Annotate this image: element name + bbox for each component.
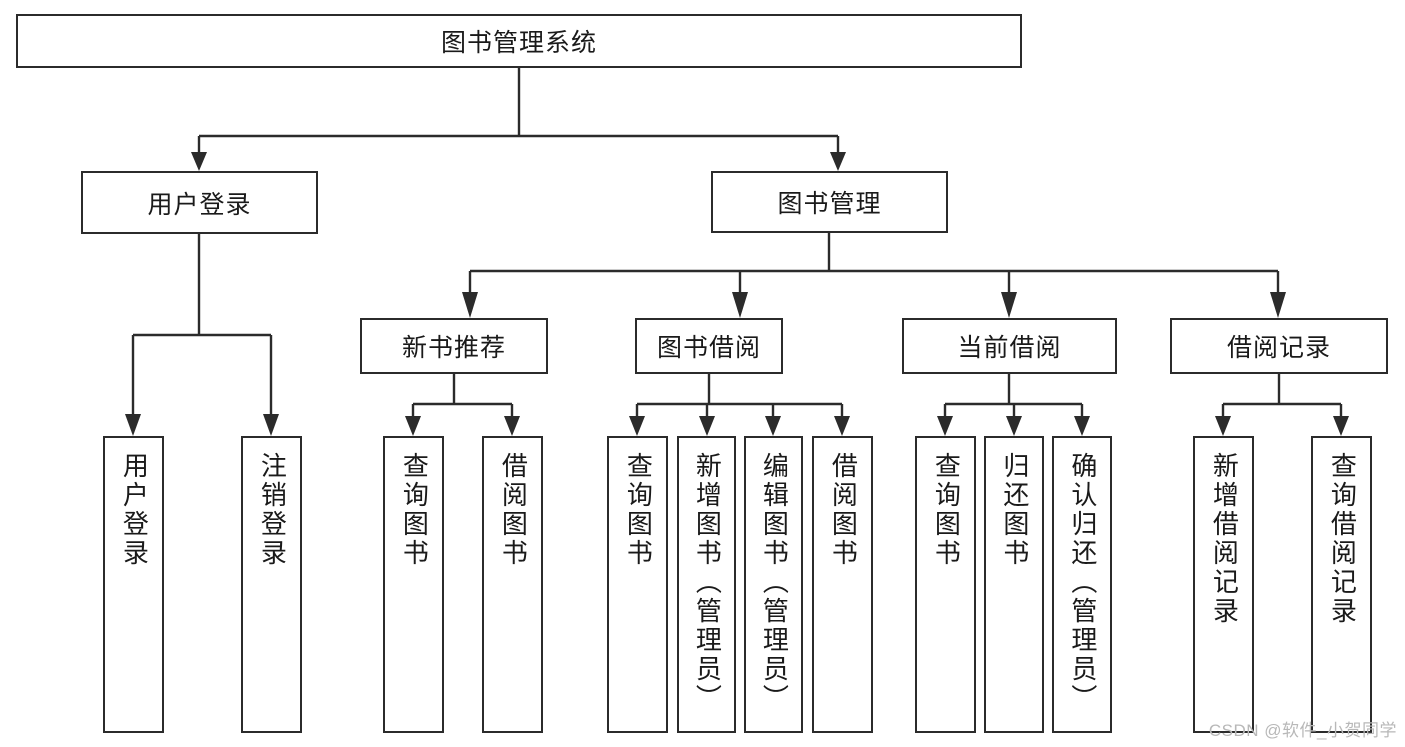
node-book-management[interactable]: 图书管理 <box>711 171 948 233</box>
node-label: 用户登录 <box>147 190 252 219</box>
leaf-query-book-newbook[interactable]: 查询图书 <box>383 436 444 733</box>
node-label: 新书推荐 <box>401 334 506 362</box>
leaf-label: 注销登录 <box>257 452 288 568</box>
leaf-label: 查询借阅记录 <box>1327 452 1358 626</box>
node-current-borrow[interactable]: 当前借阅 <box>902 318 1117 374</box>
leaf-query-book-borrow[interactable]: 查询图书 <box>607 436 668 733</box>
leaf-user-logout[interactable]: 注销登录 <box>241 436 302 733</box>
leaf-label: 确认归还（管理员） <box>1067 452 1098 713</box>
node-label: 图书管理系统 <box>440 29 597 57</box>
node-label: 当前借阅 <box>957 334 1062 362</box>
leaf-confirm-return[interactable]: 确认归还（管理员） <box>1052 436 1112 733</box>
node-label: 图书借阅 <box>656 334 761 362</box>
leaf-label: 归还图书 <box>999 452 1030 568</box>
leaf-edit-book[interactable]: 编辑图书（管理员） <box>744 436 803 733</box>
leaf-label: 查询图书 <box>931 452 962 568</box>
leaf-add-book[interactable]: 新增图书（管理员） <box>677 436 736 733</box>
leaf-label: 新增图书（管理员） <box>692 452 723 713</box>
leaf-borrow-book-newbook[interactable]: 借阅图书 <box>482 436 543 733</box>
node-borrow-records[interactable]: 借阅记录 <box>1170 318 1388 374</box>
leaf-return-book[interactable]: 归还图书 <box>984 436 1044 733</box>
node-label: 借阅记录 <box>1226 334 1331 362</box>
leaf-query-borrow-record[interactable]: 查询借阅记录 <box>1311 436 1372 733</box>
leaf-label: 编辑图书（管理员） <box>759 452 790 713</box>
node-root-system[interactable]: 图书管理系统 <box>16 14 1022 68</box>
leaf-user-login[interactable]: 用户登录 <box>103 436 164 733</box>
leaf-label: 查询图书 <box>623 452 654 568</box>
leaf-label: 用户登录 <box>119 452 150 568</box>
leaf-label: 借阅图书 <box>498 452 529 568</box>
node-label: 图书管理 <box>777 190 882 218</box>
node-new-book-recommend[interactable]: 新书推荐 <box>360 318 548 374</box>
leaf-label: 查询图书 <box>399 452 430 568</box>
node-user-login[interactable]: 用户登录 <box>81 171 318 234</box>
leaf-borrow-book-borrow[interactable]: 借阅图书 <box>812 436 873 733</box>
leaf-add-borrow-record[interactable]: 新增借阅记录 <box>1193 436 1254 733</box>
watermark-text: CSDN @软件_小贺同学 <box>1208 721 1397 740</box>
leaf-query-book-current[interactable]: 查询图书 <box>915 436 976 733</box>
leaf-label: 新增借阅记录 <box>1209 452 1240 626</box>
leaf-label: 借阅图书 <box>828 452 859 568</box>
node-book-borrow[interactable]: 图书借阅 <box>635 318 783 374</box>
